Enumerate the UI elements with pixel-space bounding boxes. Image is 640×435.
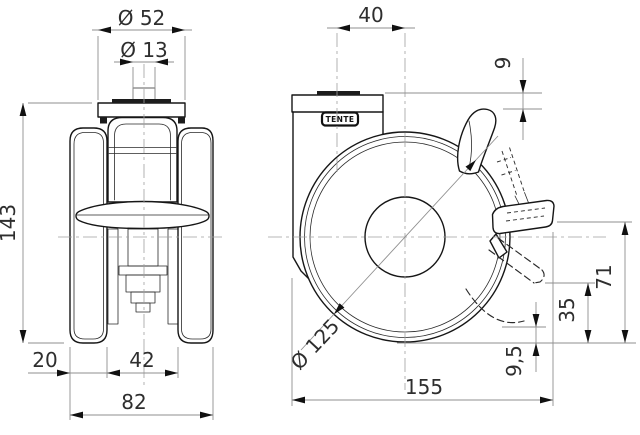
lock-pin-hidden — [496, 147, 525, 197]
dim-label-overall-length: 155 — [405, 375, 443, 399]
brand-badge: TENTE — [320, 111, 360, 127]
dim-label-lever-drop: 9 — [491, 57, 515, 70]
plate-clip-right — [178, 117, 185, 124]
fork-housing-panel-lines — [108, 147, 177, 154]
brand-label: TENTE — [326, 115, 355, 124]
fork-housing — [107, 116, 178, 203]
dim-label-pedal-tip-height: 71 — [592, 264, 616, 289]
mounting-plate-front — [97, 102, 186, 118]
dimension-plate-diameter-52: Ø 52 — [92, 6, 192, 100]
dim-label-inner-spacing: 42 — [129, 348, 154, 372]
dimension-swivel-offset-40: 40 — [327, 3, 415, 32]
plate-top-strip-front — [112, 99, 171, 104]
dim-label-total-height: 143 — [0, 204, 20, 242]
dimension-ground-clearance-9-5: 9,5 — [502, 302, 546, 377]
fork-leg-left — [107, 228, 119, 325]
wheel-right-inner-contour — [181, 132, 212, 340]
dim-label-center-hole: Ø 13 — [120, 38, 168, 62]
fork-leg-right — [167, 228, 179, 325]
dimension-inner-spacing-42: 42 — [129, 347, 179, 378]
wheel-left — [69, 127, 108, 344]
dimension-total-height-143: 143 — [0, 102, 92, 344]
dim-label-wheel-width: 20 — [32, 348, 57, 372]
wheel-left-inner-contour — [73, 132, 104, 340]
plate-top-strip-side — [317, 91, 360, 96]
lock-lever — [456, 108, 497, 175]
fork-housing-inner-line — [114, 123, 171, 201]
brake-block-upper — [127, 228, 159, 267]
brake-pedal-hidden-lines — [505, 207, 546, 222]
dimension-center-hole-13: Ø 13 — [114, 38, 174, 99]
dim-label-overall-width: 82 — [121, 390, 146, 414]
dimension-pedal-tip-height-71: 71 — [557, 221, 632, 343]
dimension-pedal-pressed-height-35: 35 — [545, 282, 595, 343]
dim-label-pedal-pressed-height: 35 — [555, 297, 579, 322]
mounting-plate-side — [291, 94, 384, 113]
dim-label-ground-clearance: 9,5 — [502, 345, 526, 377]
fork-head-body — [292, 111, 384, 283]
brake-pedal-pressed-dashed — [465, 237, 545, 324]
brake-block-tip — [135, 302, 151, 313]
dimension-overall-width-82: 82 — [70, 347, 214, 420]
dim-label-wheel-diameter: Ø 125 — [286, 314, 345, 374]
dim-label-swivel-offset: 40 — [358, 3, 383, 27]
brand-badge-frame — [320, 111, 360, 127]
brake-block-lower — [130, 291, 156, 304]
brake-flange — [118, 265, 168, 276]
front-view — [58, 64, 226, 385]
brake-block-mid — [125, 274, 161, 293]
wheel-right — [177, 127, 214, 344]
plate-clip-left — [100, 117, 107, 124]
dimension-overall-length-155: 155 — [291, 232, 554, 406]
dim-label-plate-diameter: Ø 52 — [118, 6, 166, 30]
dimension-lever-drop-9: 9 — [385, 57, 542, 140]
dimension-wheel-width-20: 20 — [28, 347, 178, 420]
